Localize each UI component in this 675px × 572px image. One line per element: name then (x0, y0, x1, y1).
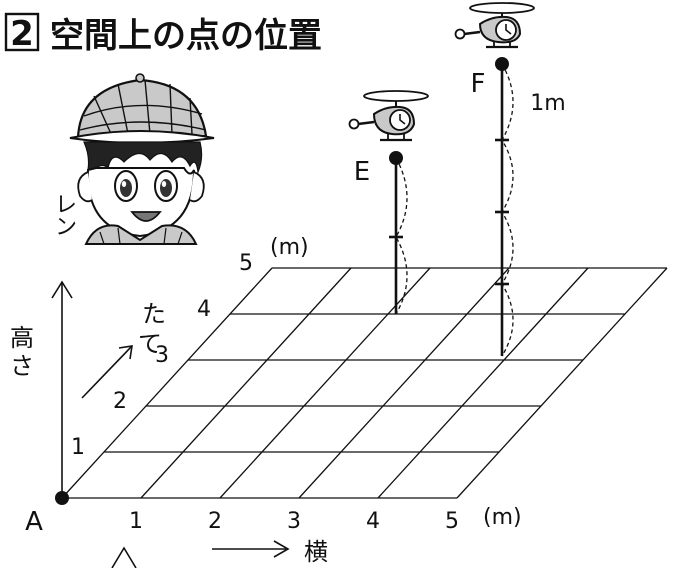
character-illustration (69, 73, 215, 245)
point-e-label: E (354, 157, 370, 187)
depth-unit-label: (m) (270, 235, 309, 260)
grid-line-width-0 (61, 267, 273, 499)
width-unit-label: (m) (483, 505, 522, 530)
width-axis-label: 横 (304, 538, 328, 566)
depth-tick-label-2: 2 (113, 389, 127, 414)
character-name-char-2: ン (55, 215, 77, 240)
title: 2 空間上の点の位置 (4, 12, 322, 56)
grid-line-width-5 (456, 267, 668, 499)
left-ear (77, 171, 93, 203)
helicopter-icon (454, 2, 535, 49)
point-f-dot (495, 57, 509, 71)
cap-button (135, 73, 145, 83)
depth-arrow-head (118, 345, 133, 360)
right-ear (189, 171, 205, 203)
character-name-char-1: レ (55, 193, 77, 218)
pole-f-segments (501, 63, 514, 357)
shirt-pattern (99, 227, 183, 245)
height-axis-label-char-2: さ (10, 352, 34, 380)
width-direction: 横 (212, 538, 328, 566)
right-eye-shine (161, 181, 167, 187)
cap (76, 78, 208, 140)
grid-line-width-4 (377, 267, 589, 499)
width-tick-label-3: 3 (287, 509, 301, 534)
origin-dot (55, 491, 69, 505)
depth-tick-label-1: 1 (71, 435, 85, 460)
width-tick-label-1: 1 (129, 509, 143, 534)
left-pupil (120, 179, 132, 197)
helicopter-icon (348, 90, 429, 142)
pole-e: E (354, 151, 408, 315)
grid-line-width-3 (298, 267, 510, 499)
depth-label-char-1: た (142, 300, 166, 328)
pole-f: F 1m (471, 57, 566, 357)
point-e-dot (389, 151, 403, 165)
right-pupil (160, 179, 172, 197)
character-name: レ ン (55, 193, 77, 240)
title-number: 2 (10, 14, 34, 54)
width-tick-label-2: 2 (208, 509, 222, 534)
origin-label: A (25, 507, 43, 537)
depth-direction: た て (81, 300, 166, 399)
point-f-label: F (471, 69, 486, 99)
title-number-box (4, 12, 40, 52)
depth-tick-label-5: 5 (239, 251, 253, 276)
height-axis: 高 さ (10, 280, 73, 498)
width-arrow-head (273, 540, 290, 558)
tick-labels: 1 2 3 4 5 1 2 3 4 5 (m) (m) (71, 235, 522, 534)
segment-length-label: 1m (530, 91, 565, 116)
depth-label-char-2: て (138, 330, 162, 358)
height-axis-label-char-1: 高 (10, 324, 34, 352)
height-axis-arrowhead (51, 280, 73, 299)
page-title: 空間上の点の位置 (50, 16, 322, 56)
mouth (130, 211, 162, 222)
partial-marker (111, 546, 137, 569)
grid-line-width-1 (140, 267, 352, 499)
width-tick-label-5: 5 (445, 509, 459, 534)
origin-point: A (25, 491, 69, 537)
depth-tick-label-4: 4 (197, 297, 211, 322)
shirt (84, 224, 198, 245)
depth-tick-label-3: 3 (155, 343, 169, 368)
cap-check-pattern (79, 79, 207, 137)
width-tick-label-4: 4 (366, 509, 380, 534)
depth-arrow-line (81, 345, 133, 399)
left-eye-shine (121, 181, 127, 187)
grid-line-width-2 (219, 267, 431, 499)
